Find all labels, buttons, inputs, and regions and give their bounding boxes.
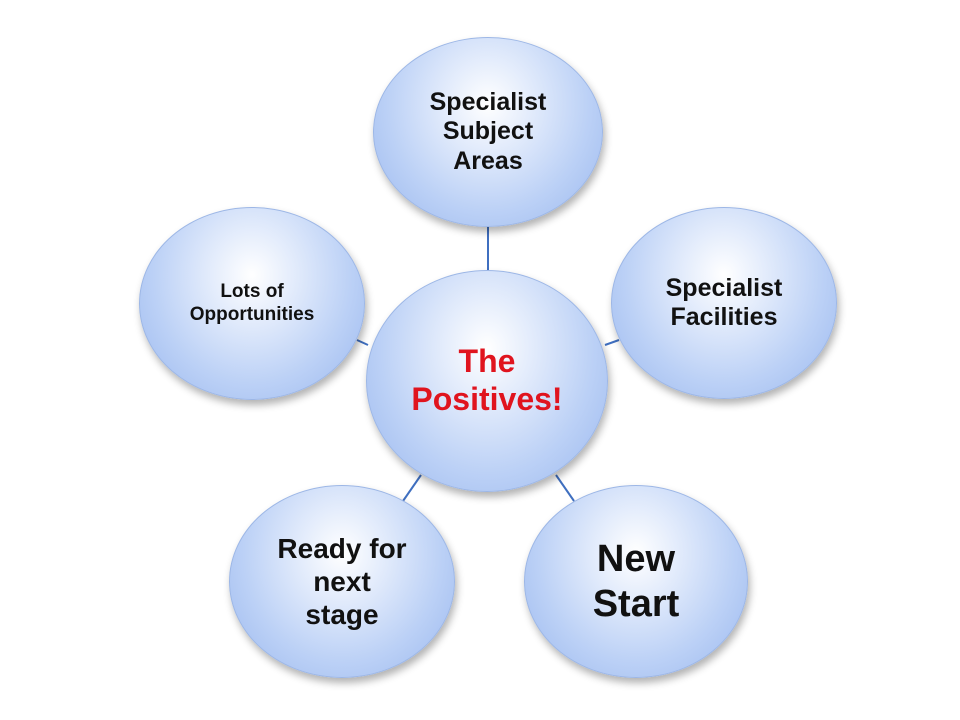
node-label-line: Start	[592, 582, 680, 625]
node-label-line: Facilities	[670, 303, 778, 331]
center-node-the-positives: The Positives!	[366, 270, 608, 492]
node-lots-of-opportunities: Lots of Opportunities	[139, 207, 365, 400]
node-label-line: Specialist	[665, 273, 783, 302]
connector-newstart	[555, 474, 575, 502]
node-specialist-subject-areas: Specialist Subject Areas	[373, 37, 603, 227]
node-label-line: stage	[305, 599, 379, 631]
node-label-line: Subject	[442, 117, 534, 146]
node-label-line: next	[313, 565, 371, 597]
center-label-line: Positives!	[411, 381, 563, 417]
connector-opportunities	[356, 339, 369, 346]
node-label-line: Ready for	[277, 532, 407, 564]
node-specialist-facilities: Specialist Facilities	[611, 207, 837, 399]
node-label-line: Lots of	[220, 281, 284, 303]
node-label-line: New	[596, 537, 676, 580]
node-ready-for-next-stage: Ready for next stage	[229, 485, 455, 678]
connector-facilities	[604, 339, 620, 346]
node-new-start: New Start	[524, 485, 748, 678]
node-label-line: Opportunities	[189, 303, 315, 325]
node-label-line: Areas	[453, 146, 523, 175]
node-label-line: Specialist	[429, 87, 547, 116]
connector-ready	[402, 474, 422, 502]
center-label-line: The	[458, 343, 516, 380]
